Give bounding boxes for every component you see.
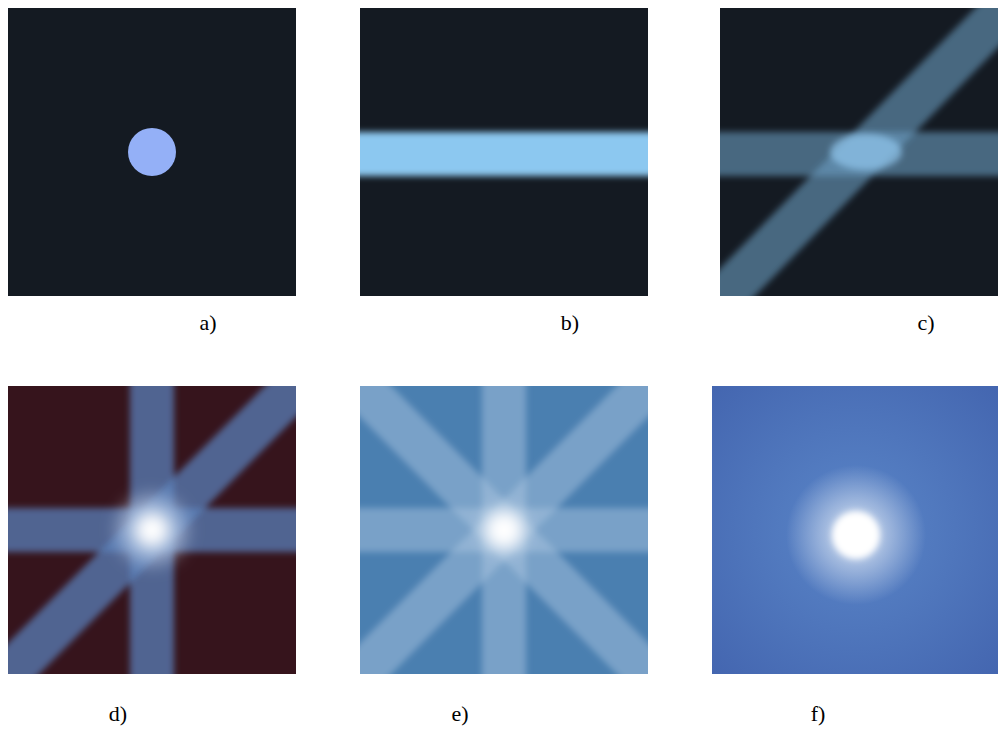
- panel-e: [360, 386, 648, 674]
- panel-label: a): [199, 312, 216, 334]
- panel-a: [8, 8, 296, 296]
- panel-b: [360, 8, 648, 296]
- panel-label: f): [811, 703, 826, 725]
- panel-label: c): [917, 312, 934, 334]
- panel-label: d): [109, 703, 127, 725]
- panel-c: [720, 8, 998, 296]
- panel-label: e): [451, 703, 468, 725]
- panel-d: [8, 386, 296, 674]
- panel-label: b): [561, 312, 579, 334]
- panel-f: [712, 386, 998, 674]
